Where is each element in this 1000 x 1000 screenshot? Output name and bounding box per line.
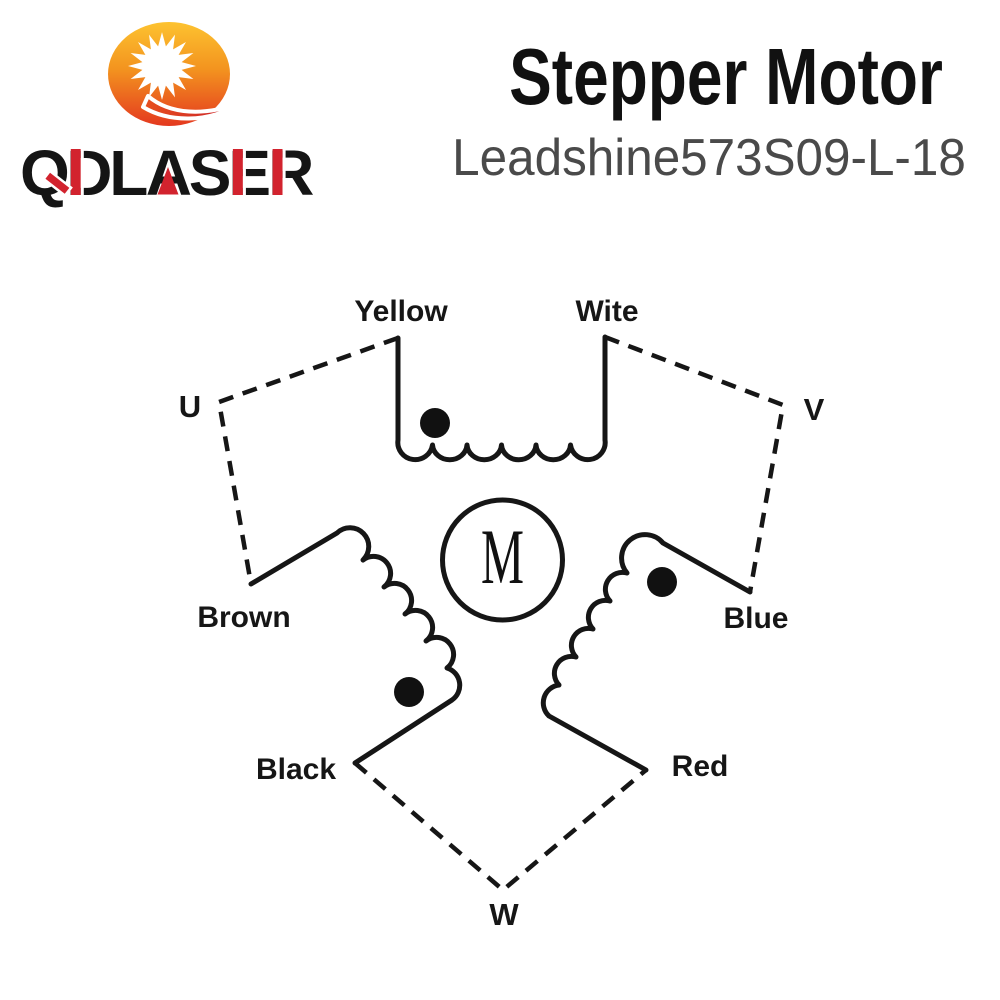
polarity-dot-left <box>394 677 424 707</box>
logo-accent-d-stem <box>70 149 81 195</box>
sun-icon <box>128 32 196 100</box>
logo-accent-a-triangle <box>157 167 179 195</box>
label-yellow: Yellow <box>354 295 448 328</box>
label-blue: Blue <box>723 602 788 635</box>
terminal-lead-u-dashed <box>216 335 399 585</box>
logo-letter-s: S <box>189 137 232 209</box>
logo-accent-e-stem <box>232 149 243 195</box>
motor-circle <box>440 497 565 623</box>
logo-accent-r-gap <box>282 149 286 195</box>
motor-letter: M <box>481 514 524 601</box>
terminal-label-w: W <box>489 897 519 932</box>
polarity-dot-right <box>647 567 677 597</box>
logo-accent-r-stem <box>272 149 283 195</box>
label-brown: Brown <box>197 601 290 634</box>
terminal-label-v: V <box>804 392 825 427</box>
page-subtitle: Leadshine573S09-L-18 <box>452 129 966 187</box>
polarity-dot-top <box>420 408 450 438</box>
terminal-lead-v-dashed <box>604 334 786 593</box>
page-title: Stepper Motor <box>509 32 943 121</box>
logo-accent-d-gap <box>80 149 84 195</box>
logo-swoosh <box>141 94 242 121</box>
logo-accent-q-tail <box>41 169 73 198</box>
terminal-lead-w-dashed <box>353 761 648 893</box>
coil-brown-black <box>248 525 463 766</box>
logo-accent-e-gap <box>242 149 246 195</box>
terminal-label-u: U <box>179 389 201 424</box>
label-wite: Wite <box>575 295 638 328</box>
logo-letter-q: Q <box>20 137 70 209</box>
coil-blue-red <box>540 532 753 773</box>
coil-yellow-wite <box>395 334 608 463</box>
qdlaser-logo: Q D L A S E R <box>20 22 314 209</box>
label-red: Red <box>672 750 729 783</box>
label-black: Black <box>256 753 336 786</box>
logo-letter-l: L <box>109 137 148 209</box>
